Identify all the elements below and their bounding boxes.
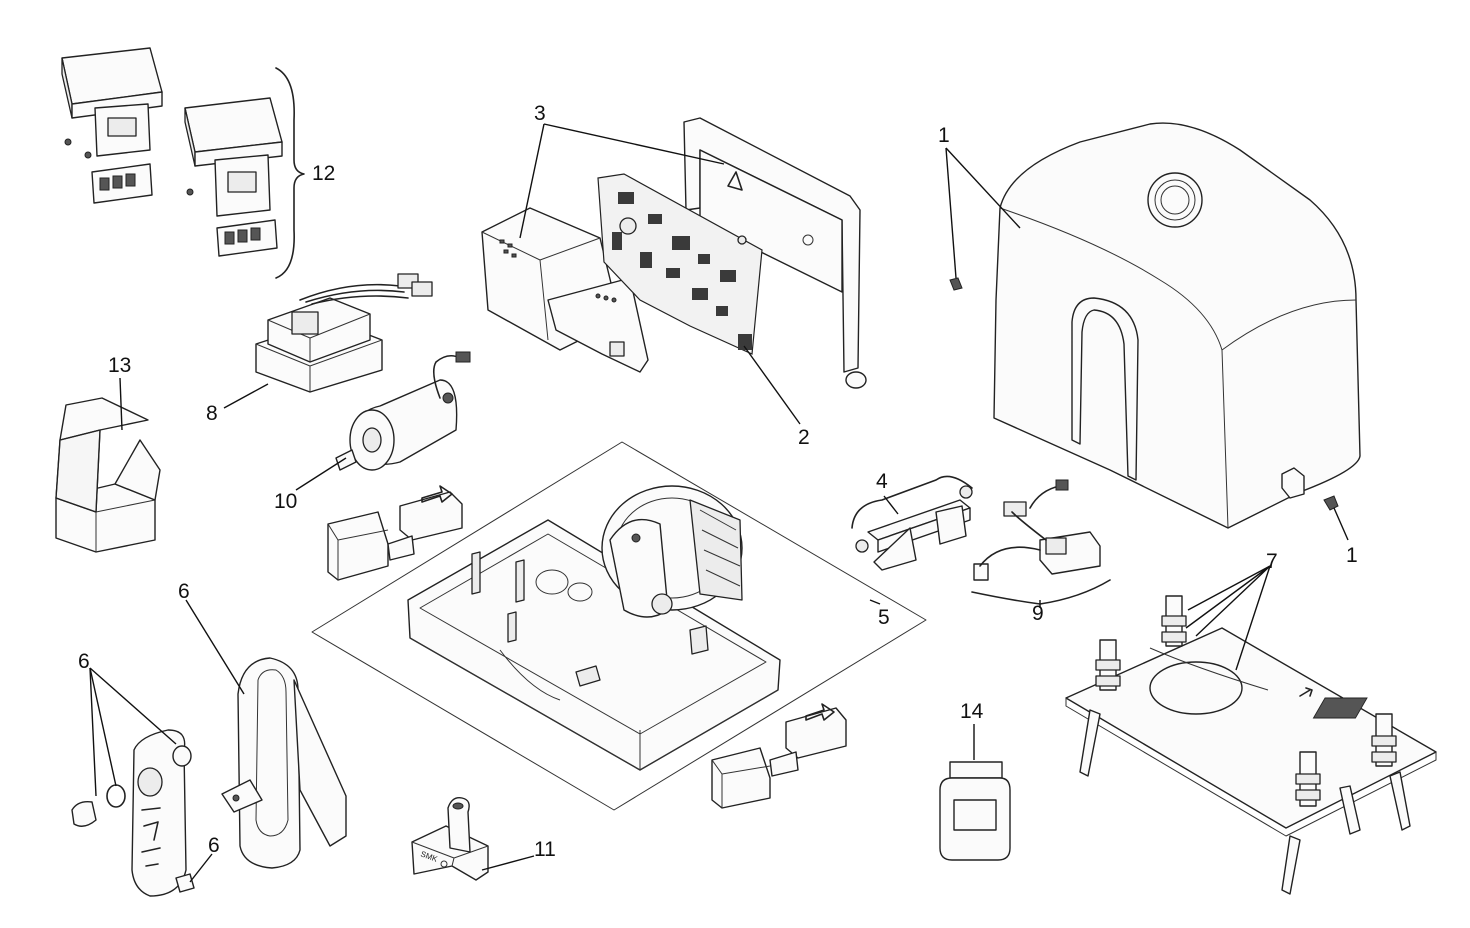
part-7-foundation-plate (1065, 595, 1437, 895)
part-4-bracket (851, 475, 973, 571)
callout-12: 12 (312, 162, 335, 185)
part-9-limit-switch (971, 479, 1111, 605)
callout-1-top: 1 (938, 124, 950, 147)
part-13-box (55, 397, 161, 553)
part-6-release-handle (71, 657, 347, 897)
limit-magnet-blocks (327, 485, 847, 809)
callout-8: 8 (206, 402, 218, 425)
callout-13: 13 (108, 354, 131, 377)
callout-labels: 1 1 2 3 4 5 6 6 6 7 8 9 10 11 12 13 14 (78, 102, 1358, 861)
callout-10: 10 (274, 490, 297, 513)
callout-14: 14 (960, 700, 984, 723)
callout-3: 3 (534, 102, 546, 125)
part-11-key: SMK (411, 797, 489, 881)
callout-5: 5 (878, 606, 890, 629)
callout-9: 9 (1032, 602, 1044, 625)
callout-6-cover: 6 (78, 650, 90, 673)
part-10-motor (335, 351, 471, 471)
callout-7: 7 (1266, 550, 1278, 573)
part-5-base (311, 441, 927, 811)
part-12-limit-magnets (61, 47, 305, 279)
callout-4: 4 (876, 470, 888, 493)
part-8-transformer (255, 273, 433, 393)
part-3-control-housing (481, 117, 867, 389)
part-14-grease-jar (939, 761, 1011, 861)
part-2-pcb (597, 173, 763, 355)
callout-6-screw: 6 (208, 834, 220, 857)
callout-1-bottom: 1 (1346, 544, 1358, 567)
leader-lines (89, 123, 1349, 883)
part-1-cover (949, 122, 1361, 529)
callout-2: 2 (798, 426, 810, 449)
callout-6-handle: 6 (178, 580, 190, 603)
callout-11: 11 (534, 838, 556, 861)
